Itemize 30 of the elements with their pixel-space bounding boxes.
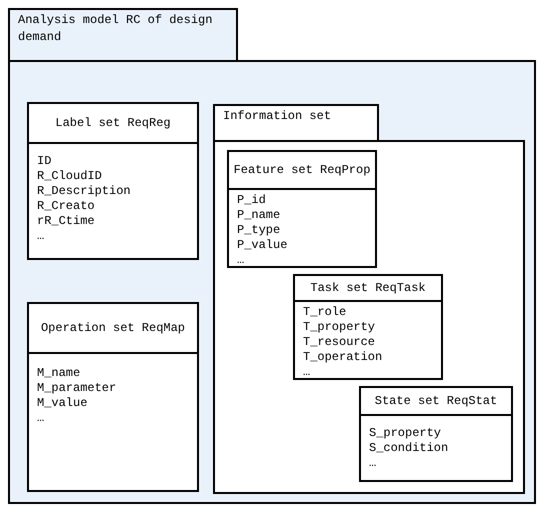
- attribute-item: S_property: [368, 426, 442, 441]
- attribute-item: T_role: [302, 305, 348, 320]
- attribute-item: R_Description: [36, 184, 132, 199]
- group-title: Information set: [213, 104, 379, 142]
- class-box: [27, 102, 199, 260]
- attribute-item: T_resource: [302, 335, 376, 350]
- attribute-item: …: [36, 411, 46, 426]
- class-box: [27, 302, 199, 492]
- attribute-item: P_value: [236, 238, 288, 253]
- attribute-item: P_id: [236, 193, 267, 208]
- attribute-item: M_parameter: [36, 381, 118, 396]
- attribute-item: T_operation: [302, 350, 384, 365]
- attribute-item: P_type: [236, 223, 282, 238]
- attribute-item: T_property: [302, 320, 376, 335]
- attribute-item: ID: [36, 154, 52, 169]
- attribute-item: R_Creato: [36, 199, 96, 214]
- group-title: Analysis model RC of design demand: [8, 8, 238, 62]
- attribute-item: …: [368, 456, 378, 471]
- attribute-item: …: [36, 229, 46, 244]
- attribute-item: …: [302, 365, 312, 380]
- attribute-item: M_value: [36, 396, 88, 411]
- attribute-item: M_name: [36, 366, 82, 381]
- attribute-item: P_name: [236, 208, 282, 223]
- attribute-item: R_CloudID: [36, 169, 103, 184]
- class-box: [227, 150, 377, 268]
- class-box: [293, 274, 443, 380]
- attribute-item: …: [236, 253, 246, 268]
- class-box: [359, 386, 513, 482]
- attribute-item: rR_Ctime: [36, 214, 96, 229]
- attribute-item: S_condition: [368, 441, 450, 456]
